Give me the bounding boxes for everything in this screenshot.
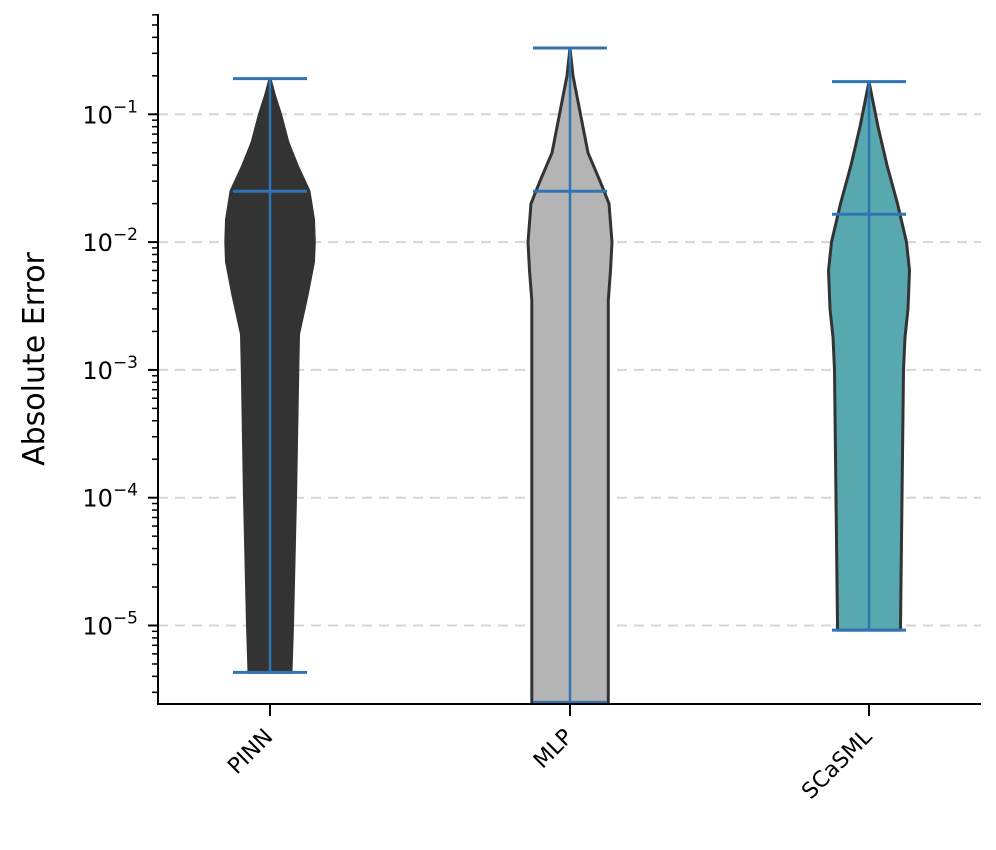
y-tick-label: 10−5: [82, 609, 138, 641]
y-tick-label: 10−3: [82, 353, 138, 385]
x-ticks: PINN MLP SCaSML: [223, 704, 878, 804]
y-tick-label: 10−4: [82, 481, 138, 513]
x-tick-label-scasml: SCaSML: [797, 724, 877, 804]
x-tick-label-pinn: PINN: [223, 725, 278, 780]
y-tick-label: 10−2: [82, 225, 138, 257]
y-tick-label: 10−1: [82, 97, 138, 129]
x-tick-label-mlp: MLP: [529, 725, 578, 774]
y-ticks: 10−5 10−4 10−3 10−2 10−1: [82, 14, 158, 694]
violins: [224, 46, 911, 704]
y-axis-title: Absolute Error: [17, 251, 52, 465]
